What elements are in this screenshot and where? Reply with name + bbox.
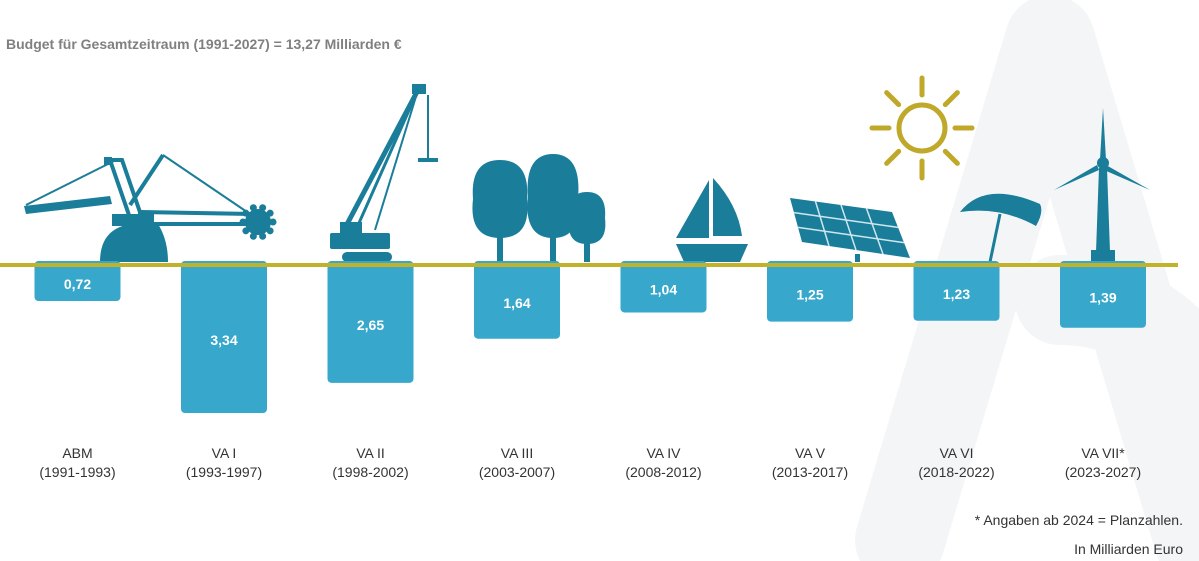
category-period-6: (2013-2017) [772,464,848,480]
value-label-1: 0,72 [64,276,91,292]
sailboat-icon [676,178,748,262]
forecast-note: * Angaben ab 2024 = Planzahlen. [974,512,1183,528]
category-period-3: (1998-2002) [332,464,408,480]
unit-note: In Milliarden Euro [1074,541,1183,557]
category-period-1: (1991-1993) [39,464,115,480]
category-label-7: VA VI [940,445,974,461]
crawler-crane-icon [330,84,438,262]
trees-icon [472,154,606,262]
sun-umbrella-icon [960,193,1042,263]
category-period-7: (2018-2022) [918,464,994,480]
category-labels-layer: ABM (1991-1993) VA I (1993-1997) VA II (1998-… [39,445,1141,480]
value-label-3: 2,65 [357,317,384,333]
value-label-2: 3,34 [210,332,237,348]
bar-6 [767,261,853,322]
bar-8 [1060,261,1146,328]
bar-5 [620,261,707,313]
value-label-5: 1,04 [650,282,677,298]
category-period-4: (2003-2007) [479,464,555,480]
value-label-6: 1,25 [796,286,823,302]
bucket-wheel-excavator-icon [24,153,277,262]
wind-turbine-icon [1054,108,1150,262]
category-period-5: (2008-2012) [625,464,701,480]
bar-3 [327,261,414,383]
value-label-7: 1,23 [943,286,970,302]
category-label-6: VA V [795,445,826,461]
sun-icon [869,75,975,181]
solar-panel-icon [790,198,910,262]
bar-2 [181,261,267,413]
category-label-2: VA I [212,445,237,461]
chart-title: Budget für Gesamtzeitraum (1991-2027) = … [6,36,402,52]
category-label-8: VA VII* [1081,445,1125,461]
value-label-8: 1,39 [1089,289,1116,305]
value-label-4: 1,64 [503,295,530,311]
category-label-1: ABM [62,445,92,461]
category-period-8: (2023-2027) [1065,464,1141,480]
category-period-2: (1993-1997) [186,464,262,480]
category-label-5: VA IV [647,445,682,461]
value-labels-layer: 0,72 3,34 2,65 1,64 1,04 1,25 1,23 1,39 [64,276,1117,348]
category-label-3: VA II [356,445,385,461]
bars-layer [34,261,1146,413]
category-label-4: VA III [501,445,533,461]
bar-1 [34,261,121,301]
bar-7 [913,261,1000,321]
icons-layer [24,75,1150,263]
bar-4 [474,261,560,339]
